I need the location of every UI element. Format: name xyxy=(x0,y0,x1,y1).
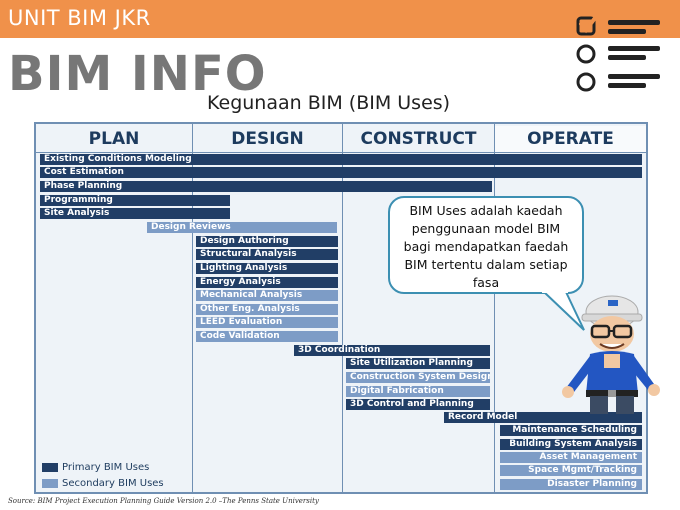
bim-use-bar: Mechanical Analysis xyxy=(196,290,338,301)
bim-use-bar: Site Utilization Planning xyxy=(346,358,490,369)
bim-use-bar: Record Model xyxy=(444,412,642,423)
header-divider xyxy=(36,152,646,153)
phase-plan: PLAN xyxy=(36,126,192,152)
source-note: Source: BIM Project Execution Planning G… xyxy=(8,497,319,505)
bim-use-bar: Asset Management xyxy=(500,452,642,463)
phase-construct: CONSTRUCT xyxy=(343,126,494,152)
speech-bubble-text: BIM Uses adalah kaedah penggunaan model … xyxy=(403,203,569,290)
phase-operate: OPERATE xyxy=(495,126,646,152)
page-title: BIM INFO xyxy=(8,46,267,102)
bim-use-bar: Energy Analysis xyxy=(196,277,338,288)
page-subtitle: Kegunaan BIM (BIM Uses) xyxy=(207,92,451,114)
bim-use-bar: Digital Fabrication xyxy=(346,386,490,397)
bim-use-bar: Other Eng. Analysis xyxy=(196,304,338,315)
speech-bubble xyxy=(388,196,584,294)
bim-use-bar: Site Analysis xyxy=(40,208,230,219)
bim-use-bar: Cost Estimation xyxy=(40,167,642,178)
column-divider xyxy=(192,124,193,492)
checklist-icon xyxy=(576,12,660,92)
header-title: UNIT BIM JKR xyxy=(8,6,151,30)
bim-use-bar: Design Reviews xyxy=(147,222,337,233)
legend-primary-label: Primary BIM Uses xyxy=(62,462,150,473)
bim-use-bar: Construction System Design xyxy=(346,372,490,383)
bim-use-bar: Code Validation xyxy=(196,331,338,342)
legend-secondary-swatch xyxy=(42,479,58,488)
bim-use-bar: Maintenance Scheduling xyxy=(500,425,642,436)
bim-use-bar: Lighting Analysis xyxy=(196,263,338,274)
mascot-illustration xyxy=(562,295,660,414)
legend-primary-swatch xyxy=(42,463,58,472)
bim-use-bar: 3D Control and Planning xyxy=(346,399,490,410)
bim-use-bar: LEED Evaluation xyxy=(196,317,338,328)
bim-use-bar: Space Mgmt/Tracking xyxy=(500,465,642,476)
speech-bubble-tail xyxy=(542,290,585,331)
bim-use-bar: 3D Coordination xyxy=(294,345,490,356)
bim-use-bar: Programming xyxy=(40,195,230,206)
legend-secondary-label: Secondary BIM Uses xyxy=(62,478,164,489)
column-divider xyxy=(342,124,343,492)
phase-design: DESIGN xyxy=(193,126,342,152)
bim-use-bar: Design Authoring xyxy=(196,236,338,247)
bim-use-bar: Building System Analysis xyxy=(500,439,642,450)
column-divider xyxy=(494,124,495,492)
bim-use-bar: Disaster Planning xyxy=(500,479,642,490)
header-bar xyxy=(0,0,680,38)
bim-use-bar: Existing Conditions Modeling xyxy=(40,154,642,165)
bim-use-bar: Phase Planning xyxy=(40,181,492,192)
bim-use-bar: Structural Analysis xyxy=(196,249,338,260)
